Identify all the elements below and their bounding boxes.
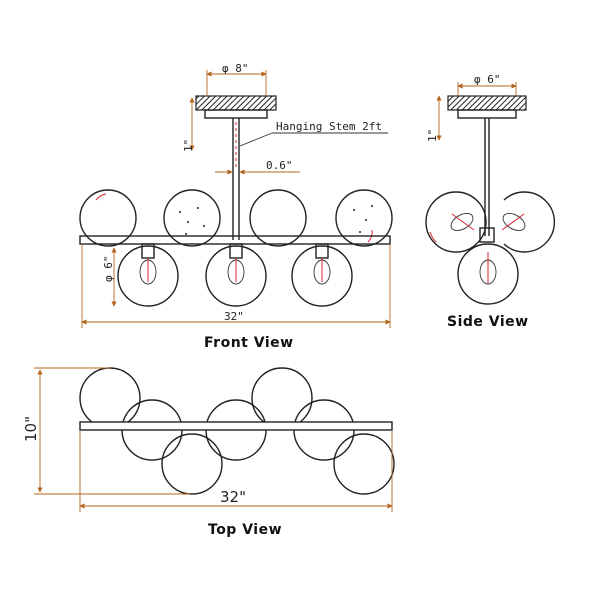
top-bar <box>79 421 393 431</box>
top-globe-back-2 <box>251 367 313 429</box>
side-canopy-diameter-label: φ 6" <box>474 73 501 86</box>
top-globe-front-2 <box>333 433 395 495</box>
front-globe-lower-1 <box>117 245 179 307</box>
side-hub <box>479 227 495 243</box>
stem-label: Hanging Stem 2ft <box>276 120 382 133</box>
side-canopy-base <box>457 109 517 119</box>
top-globe-back-1 <box>79 367 141 429</box>
front-globe-upper-1-highlight <box>95 193 107 201</box>
front-view: φ 8" 1" Hanging Stem 2ft 0.6" <box>79 62 393 351</box>
stem-width-label: 0.6" <box>266 159 293 172</box>
top-view: 10" 32" Top View <box>22 367 395 538</box>
side-view: φ 6" 1" Side View <box>425 73 556 330</box>
side-globe-left <box>425 191 487 253</box>
front-canopy-height-label: 1" <box>182 139 195 152</box>
front-globe-lower-2 <box>205 245 267 307</box>
side-filament-right <box>501 213 525 231</box>
side-canopy-height-label: 1" <box>426 129 439 142</box>
stem-leader <box>239 132 273 147</box>
side-canopy <box>447 95 527 111</box>
side-globe-left-highlight <box>429 231 437 243</box>
side-globe-right <box>503 191 556 253</box>
front-globe-dots <box>179 205 373 235</box>
front-globe-upper-1 <box>79 189 137 247</box>
front-view-label: Front View <box>204 335 294 351</box>
top-depth-label: 10" <box>22 416 40 442</box>
top-width-label: 32" <box>220 488 246 506</box>
side-filament-left <box>451 213 475 231</box>
side-view-label: Side View <box>447 314 529 330</box>
top-view-label: Top View <box>208 522 282 538</box>
front-width-label: 32" <box>224 310 244 323</box>
front-globe-upper-3 <box>249 189 307 247</box>
front-globe-upper-4 <box>335 189 393 247</box>
side-bulb-left <box>450 213 474 231</box>
front-canopy-diameter-label: φ 8" <box>222 62 249 75</box>
front-globe-upper-2 <box>163 189 221 247</box>
side-bulb-right <box>502 213 526 231</box>
front-canopy <box>195 95 277 111</box>
front-canopy-base <box>204 109 268 119</box>
top-globe-front-1 <box>161 433 223 495</box>
side-globe-bottom <box>457 243 519 305</box>
front-globe-lower-3 <box>291 245 353 307</box>
front-globe-diameter-label: φ 6" <box>102 256 115 283</box>
